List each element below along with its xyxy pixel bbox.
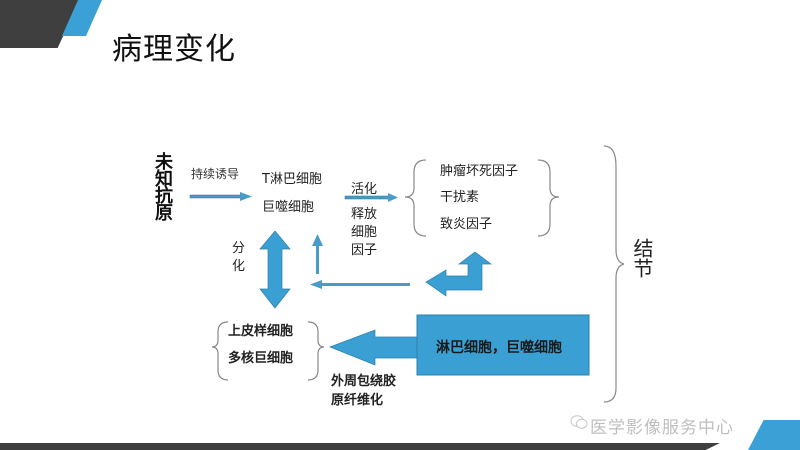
activate-arrow-icon: [344, 193, 398, 202]
cell-macrophage: 巨噬细胞: [262, 200, 315, 215]
fibrosis-label: 外周包绕胶 原纤维化: [331, 374, 397, 408]
induce-label: 持续诱导: [191, 167, 240, 181]
multinucleated-giant-cell: 多核巨细胞: [228, 351, 294, 366]
wechat-icon: [570, 415, 588, 429]
right-brace-icon: [537, 159, 560, 237]
double-arrow-icon: [259, 230, 291, 309]
cell-t-lymphocyte: T淋巴细胞: [262, 172, 322, 187]
slide-title: 病理变化: [112, 32, 236, 67]
left-brace-icon: [211, 321, 229, 381]
right-brace-icon: [307, 321, 325, 381]
cytokine-interferon: 干扰素: [440, 190, 480, 205]
bent-arrow-icon: [425, 251, 493, 297]
watermark-text: 医学影像服务中心: [590, 418, 734, 438]
epithelioid-cell: 上皮样细胞: [228, 324, 294, 339]
antigen-label: 未知抗原: [152, 152, 173, 220]
differentiate-label: 分 化: [232, 241, 246, 274]
release-label: 释放 细胞 因子: [351, 207, 378, 258]
peripheral-box-label: 淋巴细胞，巨噬细胞: [436, 340, 562, 356]
large-brace-icon: [603, 145, 625, 403]
induce-arrow-icon: [189, 192, 252, 201]
big-left-arrow-icon: [329, 329, 419, 366]
cytokine-proinflammatory: 致炎因子: [440, 217, 493, 232]
activate-label: 活化: [351, 182, 378, 197]
decor-dark-banner-bottom: [0, 443, 720, 450]
cytokine-tnf: 肿瘤坏死因子: [440, 164, 519, 179]
peripheral-box: [416, 314, 590, 376]
nodule-label: 结节: [630, 238, 654, 278]
thin-up-arrow-icon: [312, 234, 323, 274]
feedback-arrow-icon: [310, 280, 410, 289]
left-brace-icon: [404, 159, 427, 237]
